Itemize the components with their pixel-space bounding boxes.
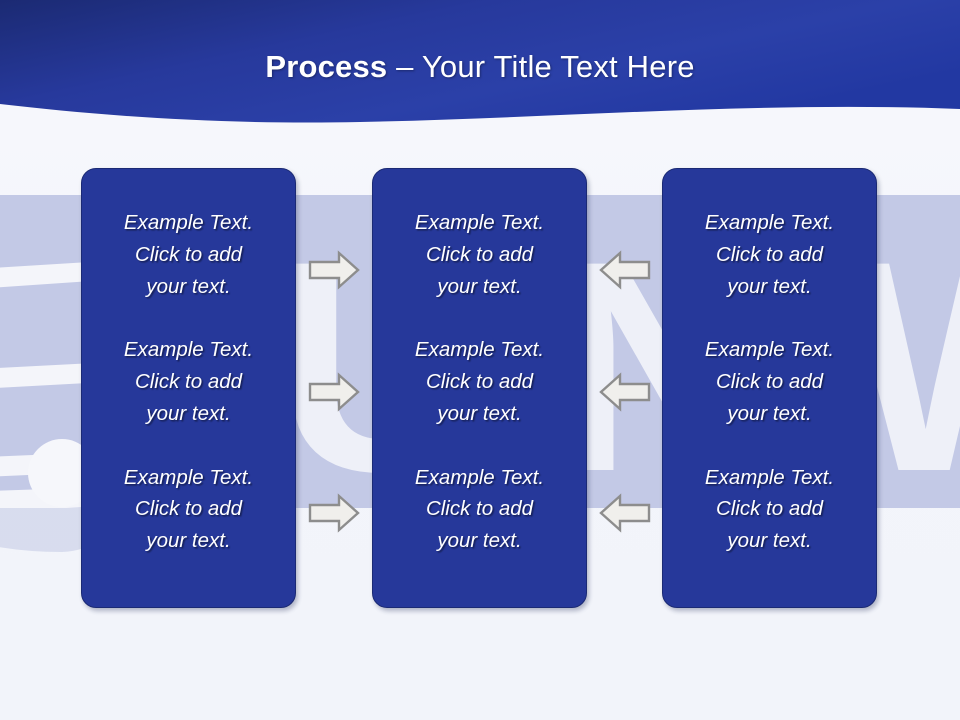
- process-text-block[interactable]: Example Text. Click to add your text.: [704, 465, 835, 553]
- arrow-right-icon[interactable]: [307, 492, 361, 534]
- process-text-block[interactable]: Example Text. Click to add your text.: [123, 338, 254, 425]
- process-text-block[interactable]: Example Text. Click to add your text.: [414, 465, 545, 553]
- circle-shape: [28, 439, 96, 507]
- header-banner: [0, 0, 960, 123]
- process-box-3[interactable]: Example Text. Click to add your text. Ex…: [662, 168, 877, 608]
- arrow-right-icon[interactable]: [307, 371, 361, 413]
- arrow-left-icon[interactable]: [598, 249, 652, 291]
- arrow-left-icon[interactable]: [598, 492, 652, 534]
- process-box-1[interactable]: Example Text. Click to add your text. Ex…: [81, 168, 296, 608]
- arrow-right-icon[interactable]: [307, 249, 361, 291]
- process-text-block[interactable]: Example Text. Click to add your text.: [123, 211, 254, 298]
- page-title-rest: – Your Title Text Here: [387, 49, 695, 84]
- process-text-block[interactable]: Example Text. Click to add your text.: [704, 211, 835, 298]
- process-text-block[interactable]: Example Text. Click to add your text.: [414, 211, 545, 298]
- process-text-block[interactable]: Example Text. Click to add your text.: [414, 338, 545, 425]
- arrow-left-icon[interactable]: [598, 371, 652, 413]
- page-title-strong: Process: [265, 49, 388, 84]
- process-text-block[interactable]: Example Text. Click to add your text.: [704, 338, 835, 425]
- process-box-2[interactable]: Example Text. Click to add your text. Ex…: [372, 168, 587, 608]
- process-text-block[interactable]: Example Text. Click to add your text.: [123, 465, 254, 553]
- page-title: Process – Your Title Text Here: [0, 49, 960, 84]
